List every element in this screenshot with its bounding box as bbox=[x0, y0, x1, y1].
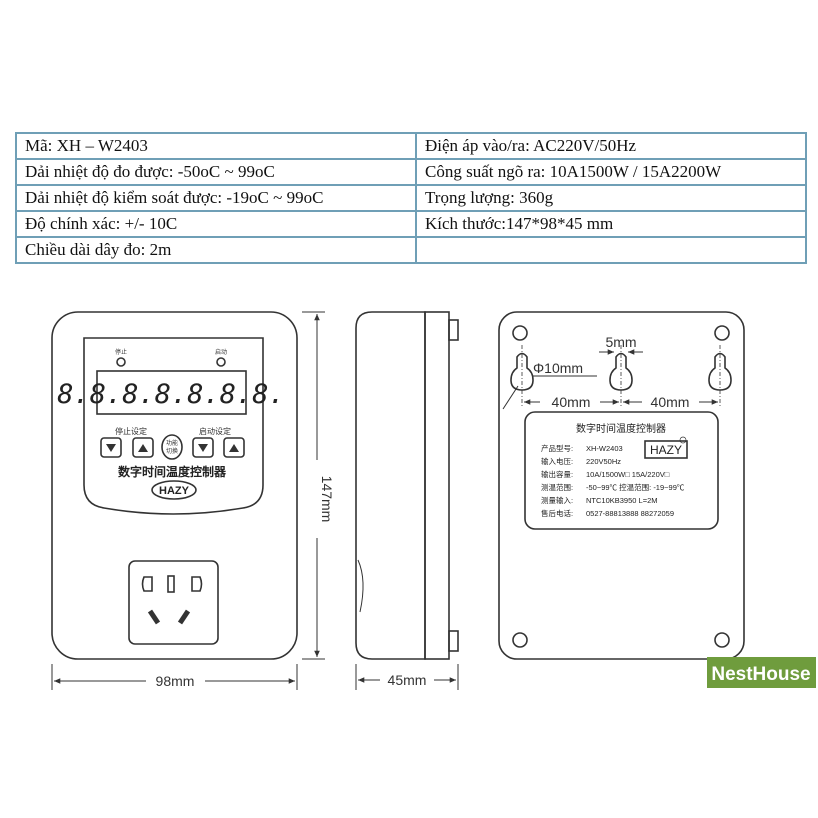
brand-badge-outline bbox=[151, 480, 197, 500]
corner-screw-hole bbox=[714, 325, 730, 341]
power-socket bbox=[128, 560, 219, 645]
socket-slot-left bbox=[147, 609, 161, 625]
spec-table: Mã: XH – W2403 Điện áp vào/ra: AC220V/50… bbox=[15, 132, 807, 264]
table-cell: Mã: XH – W2403 bbox=[15, 132, 417, 160]
front-view: 停止 启动 8.8.8.8.8.8.8. 停止设定 启动设定 功能 切换 数字时… bbox=[51, 311, 335, 690]
indicator-left-label: 停止 bbox=[115, 348, 127, 356]
corner-screw-hole bbox=[512, 632, 528, 648]
slot-width-label: 5mm bbox=[605, 334, 636, 350]
corner-screw-hole bbox=[512, 325, 528, 341]
back-body bbox=[498, 311, 745, 660]
brand-badge: HAZY bbox=[159, 485, 190, 497]
up-triangle-icon bbox=[229, 444, 239, 452]
display-digits: 8.8.8.8.8.8.8. bbox=[57, 379, 285, 410]
start-setting-label: 启动设定 bbox=[199, 426, 231, 436]
nameplate-value: NTC10KB3950 L=2M bbox=[586, 496, 658, 505]
table-cell: Dải nhiệt độ kiểm soát được: -19oC ~ 99o… bbox=[15, 184, 417, 212]
stop-down-button[interactable] bbox=[100, 437, 122, 458]
table-cell: Dải nhiệt độ đo được: -50oC ~ 99oC bbox=[15, 158, 417, 186]
back-view: Φ10mm 5mm 40mm 40mm 数字时间温度控制器 HAZY 产品型号:… bbox=[498, 311, 745, 660]
depth-dimension: 45mm bbox=[388, 672, 427, 688]
control-panel bbox=[83, 337, 264, 515]
keyhole-mount-left bbox=[510, 352, 534, 391]
side-view: 45mm bbox=[355, 311, 459, 690]
indicator-right-label: 启动 bbox=[215, 348, 227, 356]
nameplate-label bbox=[524, 411, 719, 530]
nameplate-key: 测温范围: bbox=[541, 482, 573, 492]
lcd-display bbox=[96, 370, 247, 415]
up-triangle-icon bbox=[138, 444, 148, 452]
table-cell: Công suất ngõ ra: 10A1500W / 15A2200W bbox=[415, 158, 807, 186]
hole-spacing-left: 40mm bbox=[552, 394, 591, 410]
side-tab-top bbox=[448, 319, 459, 341]
nameplate-value: XH-W2403 bbox=[586, 444, 623, 453]
stop-up-button[interactable] bbox=[132, 437, 154, 458]
nameplate-key: 输入电压: bbox=[541, 456, 573, 466]
nameplate-key: 输出容量: bbox=[541, 469, 573, 479]
nameplate-brand: HAZY bbox=[650, 443, 682, 457]
indicator-led-right bbox=[216, 357, 226, 367]
table-cell bbox=[415, 236, 807, 264]
function-switch-button[interactable] bbox=[161, 434, 183, 460]
table-row: Dải nhiệt độ đo được: -50oC ~ 99oC Công … bbox=[15, 158, 807, 186]
side-back-plate bbox=[424, 311, 450, 660]
down-triangle-icon bbox=[106, 444, 116, 452]
table-row: Mã: XH – W2403 Điện áp vào/ra: AC220V/50… bbox=[15, 132, 807, 160]
nameplate-key: 测量输入: bbox=[541, 495, 573, 505]
keyhole-mount-right bbox=[708, 352, 732, 391]
width-dimension: 98mm bbox=[156, 673, 195, 689]
side-body bbox=[355, 311, 426, 660]
stop-setting-label: 停止设定 bbox=[115, 426, 147, 436]
nameplate-brand-box bbox=[644, 440, 688, 459]
down-triangle-icon bbox=[198, 444, 208, 452]
function-button-line2: 切换 bbox=[166, 447, 178, 455]
table-cell: Điện áp vào/ra: AC220V/50Hz bbox=[415, 132, 807, 160]
nameplate-title: 数字时间温度控制器 bbox=[576, 422, 666, 435]
watermark-text: NestHouse bbox=[711, 664, 810, 685]
nameplate-value: 0527-88813888 88272059 bbox=[586, 509, 674, 518]
nameplate-lines: 产品型号: XH-W2403 输入电压: 220V50Hz 输出容量: 10A/… bbox=[541, 443, 685, 518]
hole-diameter-label: Φ10mm bbox=[533, 360, 583, 376]
front-body bbox=[51, 311, 298, 660]
hole-spacing-right: 40mm bbox=[651, 394, 690, 410]
nameplate-value: 220V50Hz bbox=[586, 457, 621, 466]
start-up-button[interactable] bbox=[223, 437, 245, 458]
socket-pin-middle bbox=[167, 575, 175, 593]
keyhole-mount-middle bbox=[609, 352, 633, 391]
registered-mark-icon bbox=[679, 436, 687, 444]
table-cell: Trọng lượng: 360g bbox=[415, 184, 807, 212]
socket-pin-left bbox=[141, 576, 153, 592]
height-dimension: 147mm bbox=[319, 476, 335, 523]
corner-screw-hole bbox=[714, 632, 730, 648]
socket-pin-right bbox=[191, 576, 203, 592]
watermark: NestHouse bbox=[707, 657, 816, 688]
product-name: 数字时间温度控制器 bbox=[118, 464, 227, 479]
nameplate-key: 产品型号: bbox=[541, 443, 573, 453]
table-cell: Chiều dài dây đo: 2m bbox=[15, 236, 417, 264]
indicator-led-left bbox=[116, 357, 126, 367]
table-cell: Kích thước:147*98*45 mm bbox=[415, 210, 807, 238]
side-tab-bottom bbox=[448, 630, 459, 652]
side-contour bbox=[357, 559, 364, 613]
nameplate-key: 售后电话: bbox=[541, 508, 573, 518]
table-row: Độ chính xác: +/- 10C Kích thước:147*98*… bbox=[15, 210, 807, 238]
nameplate-value: -50~99℃ 控温范围: -19~99℃ bbox=[586, 482, 685, 492]
nameplate-value: 10A/1500W□ 15A/220V□ bbox=[586, 470, 670, 479]
table-row: Chiều dài dây đo: 2m bbox=[15, 236, 807, 264]
function-button-line1: 功能 bbox=[166, 439, 178, 447]
socket-slot-right bbox=[177, 609, 191, 625]
watermark-background bbox=[707, 657, 816, 688]
table-row: Dải nhiệt độ kiểm soát được: -19oC ~ 99o… bbox=[15, 184, 807, 212]
table-cell: Độ chính xác: +/- 10C bbox=[15, 210, 417, 238]
start-down-button[interactable] bbox=[192, 437, 214, 458]
